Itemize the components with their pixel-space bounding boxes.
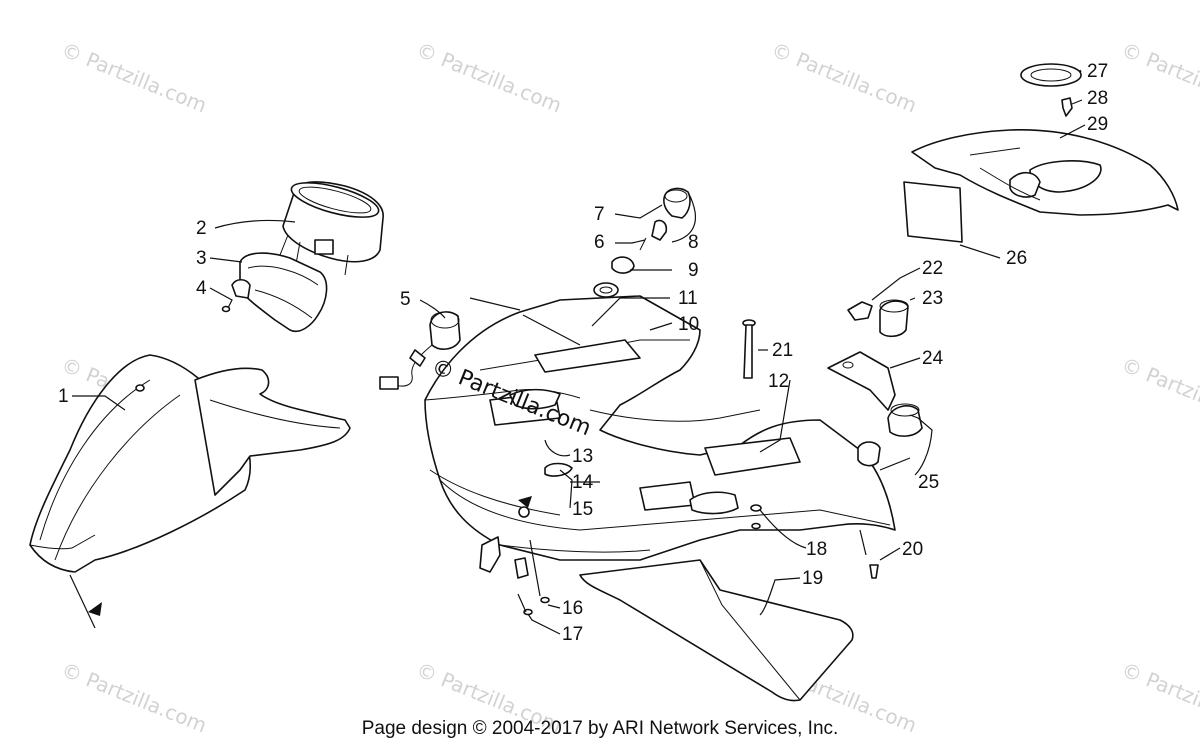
callout-13: 13 bbox=[572, 446, 593, 467]
callout-2: 2 bbox=[196, 218, 207, 239]
callout-11: 11 bbox=[678, 288, 698, 309]
callout-5: 5 bbox=[400, 289, 411, 310]
orientation-arrows bbox=[88, 496, 532, 616]
callout-27: 27 bbox=[1087, 61, 1108, 82]
callout-28: 28 bbox=[1087, 88, 1108, 109]
part-long-bolt bbox=[742, 319, 756, 379]
callout-3: 3 bbox=[196, 248, 207, 269]
callout-26: 26 bbox=[1006, 248, 1027, 269]
callout-22: 22 bbox=[922, 258, 943, 279]
watermark-text: © Partzilla.com bbox=[58, 37, 210, 117]
callout-25: 25 bbox=[918, 472, 939, 493]
watermark-text: © Partzilla.com bbox=[1118, 37, 1200, 117]
callout-16: 16 bbox=[562, 598, 583, 619]
part-accessory-bracket bbox=[827, 299, 909, 411]
watermark-text: © Partzilla.com bbox=[1118, 352, 1200, 432]
callout-21: 21 bbox=[772, 340, 793, 361]
callout-18: 18 bbox=[806, 539, 827, 560]
callout-14: 14 bbox=[572, 472, 594, 493]
callout-24: 24 bbox=[922, 348, 944, 369]
part-gauge-assembly bbox=[221, 181, 384, 333]
part-main-console bbox=[424, 295, 896, 579]
watermark-text: © Partzilla.com bbox=[768, 37, 920, 117]
callout-6: 6 bbox=[594, 232, 605, 253]
callout-15: 15 bbox=[572, 499, 593, 520]
callout-17: 17 bbox=[562, 624, 583, 645]
callout-23: 23 bbox=[922, 288, 943, 309]
copyright-footer: Page design © 2004-2017 by ARI Network S… bbox=[361, 718, 839, 739]
part-key-switch bbox=[593, 187, 691, 298]
part-rear-hood bbox=[903, 63, 1179, 243]
part-bottom-pad bbox=[579, 559, 854, 702]
part-power-outlet bbox=[857, 403, 923, 467]
callout-1: 1 bbox=[58, 386, 69, 407]
callout-labels: 1 2 3 4 5 6 7 8 9 10 11 12 13 14 15 16 1… bbox=[58, 61, 1108, 645]
callout-8: 8 bbox=[688, 232, 699, 253]
callout-7: 7 bbox=[594, 204, 605, 225]
part-switch bbox=[379, 311, 461, 390]
leader-lines bbox=[69, 69, 1086, 635]
callout-10: 10 bbox=[678, 314, 699, 335]
callout-19: 19 bbox=[802, 568, 823, 589]
callout-12: 12 bbox=[768, 371, 789, 392]
callout-9: 9 bbox=[688, 260, 699, 281]
callout-29: 29 bbox=[1087, 114, 1108, 135]
part-front-visor bbox=[29, 354, 351, 573]
callout-20: 20 bbox=[902, 539, 923, 560]
callout-4: 4 bbox=[196, 278, 207, 299]
watermark-text: © Partzilla.com bbox=[413, 37, 565, 117]
